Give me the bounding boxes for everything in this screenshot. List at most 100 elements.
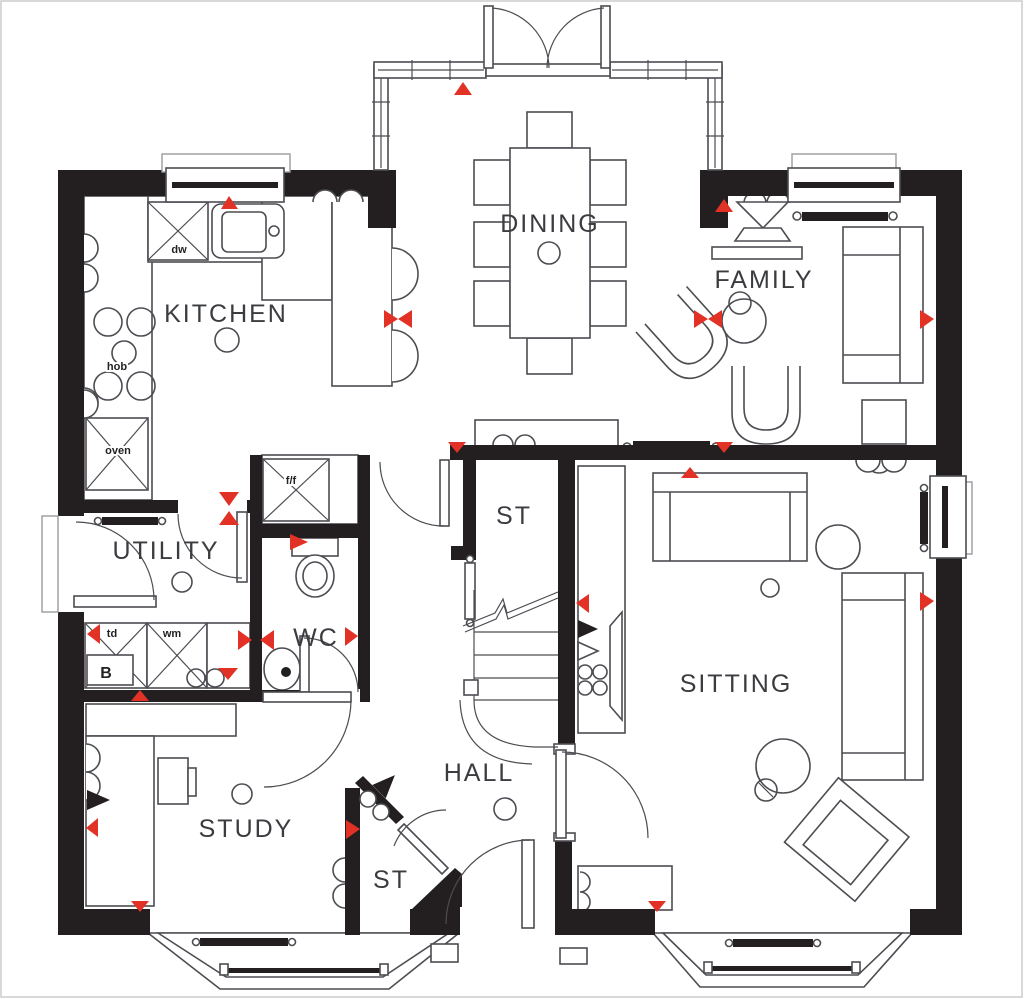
oven-housing: oven bbox=[85, 417, 149, 491]
interior-walls bbox=[58, 445, 936, 935]
tumble-dryer-label: td bbox=[107, 628, 117, 640]
utility-label: UTILITY bbox=[112, 537, 219, 565]
dining-chair bbox=[473, 280, 511, 327]
marker-tumble-dryer bbox=[87, 624, 100, 644]
washing-machine-unit: wm bbox=[146, 622, 208, 689]
marker-family-wall bbox=[715, 199, 733, 212]
sitting-bay-window bbox=[651, 932, 914, 988]
porch-post bbox=[559, 947, 588, 965]
study-door bbox=[262, 691, 352, 788]
wash-basin bbox=[263, 647, 301, 691]
wc-label: WC bbox=[293, 624, 339, 652]
tv-icon bbox=[609, 609, 623, 723]
marker-spine-sitting bbox=[681, 467, 699, 478]
dining-light bbox=[537, 241, 561, 265]
sitting-lamp-table bbox=[754, 738, 811, 802]
arrow-hall bbox=[372, 775, 395, 799]
dining-label: DINING bbox=[500, 210, 600, 238]
dining-table bbox=[509, 147, 591, 339]
monitor-icon bbox=[157, 757, 189, 805]
dining-chair bbox=[526, 111, 573, 149]
oven-label: oven bbox=[105, 445, 131, 457]
plan-markers bbox=[86, 82, 934, 912]
dining-bay-glazing bbox=[372, 60, 724, 171]
family-label: FAMILY bbox=[714, 266, 813, 294]
dining-chair bbox=[589, 159, 627, 206]
kitchen-hall-door bbox=[379, 459, 450, 527]
newel-post bbox=[463, 679, 479, 696]
sitting-label: SITTING bbox=[680, 670, 793, 698]
utility-light bbox=[171, 571, 193, 593]
marker-kitchen-window bbox=[221, 196, 238, 209]
marker-toilet bbox=[290, 534, 308, 550]
store-hall-label: ST bbox=[373, 866, 409, 894]
marker-study-left bbox=[86, 818, 98, 837]
dishwasher-label: dw bbox=[171, 244, 187, 256]
marker-utility-wc-wall bbox=[238, 630, 252, 650]
study-label: STUDY bbox=[199, 815, 294, 843]
marker-spine-end bbox=[448, 442, 466, 453]
study-desk bbox=[85, 703, 237, 907]
sitting-armchair bbox=[783, 776, 911, 903]
family-sofa bbox=[842, 226, 924, 384]
marker-dining-family bbox=[694, 310, 708, 328]
marker-utility-opening bbox=[219, 492, 239, 506]
staircase bbox=[459, 590, 559, 765]
radiator-bumps bbox=[83, 189, 907, 909]
marker-family-right bbox=[920, 310, 934, 329]
dining-table-set bbox=[473, 111, 627, 375]
store-landing-label: ST bbox=[496, 502, 532, 530]
kitchen-sink bbox=[211, 203, 285, 259]
family-side-table bbox=[861, 399, 907, 445]
washing-machine-label: wm bbox=[162, 628, 182, 640]
marker-dining-family bbox=[708, 310, 722, 328]
marker-study-bottom bbox=[131, 901, 149, 912]
family-radiator bbox=[792, 211, 898, 221]
kitchen-window bbox=[161, 153, 291, 203]
dining-chair bbox=[473, 159, 511, 206]
hob-label: hob bbox=[107, 361, 127, 373]
utility-external-door bbox=[41, 515, 157, 613]
boiler-label: B bbox=[100, 665, 112, 682]
dishwasher: dw bbox=[147, 201, 209, 261]
family-window bbox=[787, 153, 901, 203]
hall-store-door bbox=[393, 809, 450, 876]
hob: hob bbox=[93, 307, 156, 401]
kitchen-label: KITCHEN bbox=[164, 300, 288, 328]
marker-study-top bbox=[131, 690, 149, 701]
marker-sitting-left bbox=[576, 594, 589, 613]
marker-hall-store bbox=[346, 820, 360, 839]
exterior-walls bbox=[58, 170, 962, 935]
family-tub-chair bbox=[731, 366, 801, 445]
marker-utility-wc-wall bbox=[260, 630, 274, 650]
sitting-sofa-top bbox=[652, 472, 808, 562]
dining-chair bbox=[473, 221, 511, 268]
direction-arrows bbox=[87, 775, 395, 810]
marker-utility-bottom bbox=[218, 668, 238, 680]
hall-label: HALL bbox=[444, 759, 515, 787]
sitting-side-window bbox=[919, 475, 973, 559]
marker-spine-family bbox=[715, 442, 733, 453]
dining-chair bbox=[526, 337, 573, 375]
hall-light bbox=[493, 797, 517, 821]
sitting-bay-radiator bbox=[724, 938, 822, 948]
marker-utility-opening bbox=[219, 511, 239, 525]
family-tub-chair bbox=[635, 285, 728, 380]
marker-kitchen-dining bbox=[398, 310, 412, 328]
marker-sitting-bottom bbox=[648, 901, 666, 912]
sitting-round-table bbox=[815, 524, 861, 570]
front-door bbox=[430, 839, 588, 965]
arrow-study bbox=[87, 790, 110, 810]
marker-dining-bay bbox=[454, 82, 472, 95]
boiler-box bbox=[86, 654, 134, 686]
marker-wc bbox=[345, 627, 358, 646]
utility-radiator bbox=[93, 516, 167, 526]
sitting-door bbox=[555, 749, 649, 839]
fridge-freezer-closet: f/f bbox=[261, 454, 359, 525]
toilet bbox=[291, 537, 339, 598]
dining-chair bbox=[589, 280, 627, 327]
porch-post bbox=[430, 943, 459, 963]
